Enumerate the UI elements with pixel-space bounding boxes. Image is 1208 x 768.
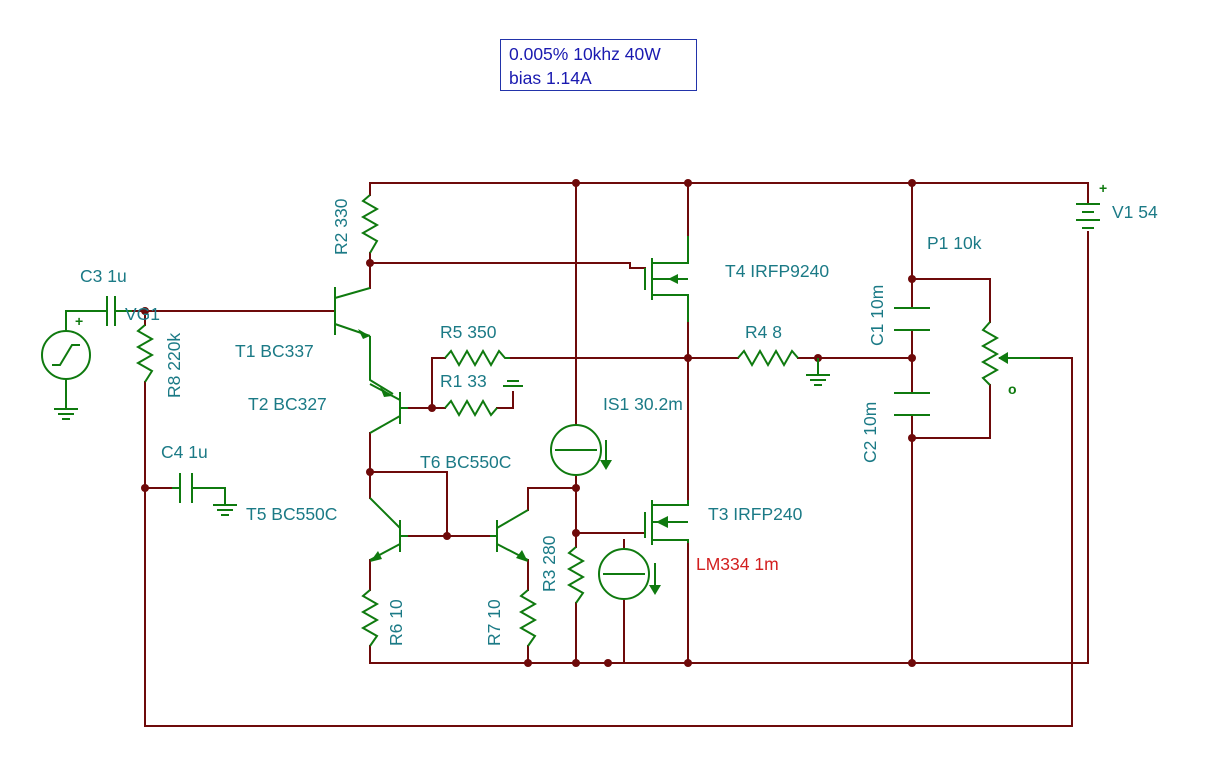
battery-v1: + bbox=[1076, 180, 1107, 229]
label-t4: T4 IRFP9240 bbox=[725, 261, 829, 281]
transistor-t1 bbox=[334, 287, 394, 395]
wires bbox=[119, 182, 1089, 727]
resistor-r3 bbox=[566, 546, 586, 604]
label-v1: V1 54 bbox=[1112, 202, 1158, 222]
label-r3: R3 280 bbox=[539, 535, 559, 592]
signal-source-vg1: + bbox=[41, 310, 91, 420]
mosfet-t3 bbox=[644, 500, 689, 545]
capacitor-c3 bbox=[90, 296, 132, 326]
label-r1: R1 33 bbox=[440, 371, 487, 391]
label-r8: R8 220k bbox=[164, 333, 184, 398]
label-lm334: LM334 1m bbox=[696, 554, 779, 574]
capacitor-c2 bbox=[894, 392, 930, 416]
label-is1: IS1 30.2m bbox=[603, 394, 683, 414]
resistor-r4 bbox=[737, 348, 830, 386]
label-r2: R2 330 bbox=[331, 198, 351, 255]
note-line-1: 0.005% 10khz 40W bbox=[509, 44, 661, 64]
label-p1: P1 10k bbox=[927, 233, 982, 253]
resistor-r5 bbox=[444, 348, 510, 368]
capacitor-c1 bbox=[894, 307, 930, 331]
junction-dots bbox=[141, 179, 916, 667]
label-vg1: VG1 bbox=[125, 304, 160, 324]
transistor-t5 bbox=[369, 497, 408, 562]
label-t1: T1 BC337 bbox=[235, 341, 314, 361]
transistor-t2 bbox=[369, 383, 408, 434]
label-r6: R6 10 bbox=[386, 599, 406, 646]
current-source-lm334 bbox=[598, 548, 661, 600]
current-source-is1 bbox=[550, 424, 612, 476]
label-t3: T3 IRFP240 bbox=[708, 504, 803, 524]
resistor-r7 bbox=[518, 589, 538, 647]
label-r4: R4 8 bbox=[745, 322, 782, 342]
resistor-r8 bbox=[135, 324, 155, 383]
capacitor-c4 bbox=[172, 473, 237, 516]
mosfet-t4 bbox=[644, 236, 689, 322]
transistor-t6 bbox=[490, 509, 529, 562]
label-t2: T2 BC327 bbox=[248, 394, 327, 414]
annotation-note: 0.005% 10khz 40W bias 1.14A bbox=[500, 39, 697, 91]
plus-sign: + bbox=[1099, 180, 1107, 196]
label-t6: T6 BC550C bbox=[420, 452, 511, 472]
resistor-r6 bbox=[360, 589, 380, 647]
label-c1: C1 10m bbox=[867, 285, 887, 346]
label-c2: C2 10m bbox=[860, 402, 880, 463]
label-r5: R5 350 bbox=[440, 322, 497, 342]
resistor-r1 bbox=[444, 380, 523, 418]
note-line-2: bias 1.14A bbox=[509, 68, 592, 88]
potentiometer-p1: o bbox=[980, 321, 1040, 397]
pot-marker: o bbox=[1008, 381, 1017, 397]
component-labels: R2 330 C3 1u VG1 R8 220k T1 BC337 T2 BC3… bbox=[80, 198, 1158, 646]
label-r7: R7 10 bbox=[484, 599, 504, 646]
plus-sign: + bbox=[75, 313, 83, 329]
resistor-r2 bbox=[360, 194, 380, 254]
label-c4: C4 1u bbox=[161, 442, 208, 462]
label-c3: C3 1u bbox=[80, 266, 127, 286]
label-t5: T5 BC550C bbox=[246, 504, 337, 524]
